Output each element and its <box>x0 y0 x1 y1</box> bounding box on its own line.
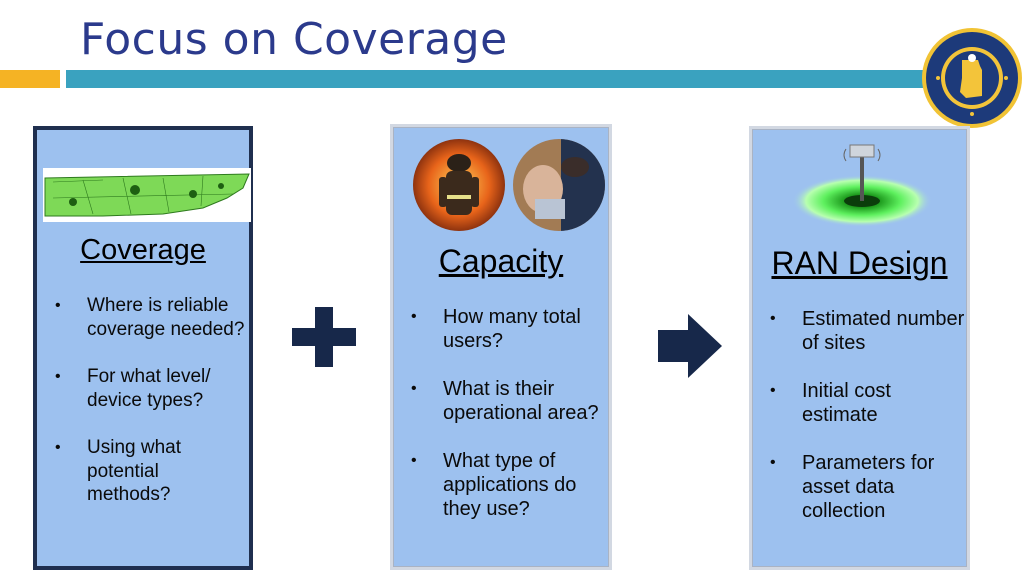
title-underline-bar <box>66 70 936 88</box>
bullet-glyph: • <box>55 297 61 314</box>
ran-design-list: • Estimated number of sites • Initial cost… <box>760 307 966 547</box>
list-item-text: What type of applications do they use? <box>443 450 577 520</box>
list-item: • Estimated number of sites <box>760 307 966 355</box>
state-seal-icon <box>922 28 1022 128</box>
coverage-heading: Coverage <box>80 234 206 266</box>
bullet-glyph: • <box>770 454 776 471</box>
capacity-heading: Capacity <box>438 243 564 279</box>
list-item: • What type of applications do they use? <box>401 449 607 521</box>
capacity-panel: Capacity • How many total users? • What is… <box>390 124 612 570</box>
coverage-map-image <box>43 168 251 222</box>
bullet-glyph: • <box>411 380 417 397</box>
bullet-glyph: • <box>770 382 776 399</box>
list-item-text: Parameters for asset data collection <box>802 452 935 522</box>
coverage-list: • Where is reliable coverage needed? • For… <box>45 294 245 531</box>
list-item-text: Where is reliable coverage needed? <box>87 295 245 340</box>
list-item: • What is their operational area? <box>401 377 607 425</box>
list-item: • For what level/ device types? <box>45 365 245 412</box>
list-item-text: Initial cost estimate <box>802 380 891 426</box>
arrow-right-icon <box>658 314 722 378</box>
bullet-glyph: • <box>55 439 61 456</box>
bullet-glyph: • <box>55 368 61 385</box>
medic-photo <box>513 139 605 231</box>
list-item: • Where is reliable coverage needed? <box>45 294 245 341</box>
list-item: • Using what potential methods? <box>45 436 245 507</box>
plus-icon <box>292 307 356 367</box>
list-item: • Initial cost estimate <box>760 379 966 427</box>
slide-title: Focus on Coverage <box>80 14 508 65</box>
list-item: • Parameters for asset data collection <box>760 451 966 523</box>
list-item-text: Using what potential methods? <box>87 437 181 505</box>
title-accent-bar <box>0 70 60 88</box>
list-item: • How many total users? <box>401 305 607 353</box>
cell-tower-coverage-image <box>792 144 932 227</box>
list-item-text: How many total users? <box>443 306 581 352</box>
list-item-text: What is their operational area? <box>443 378 599 424</box>
capacity-list: • How many total users? • What is their op… <box>401 305 607 545</box>
list-item-text: For what level/ device types? <box>87 366 211 411</box>
ran-design-panel: RAN Design • Estimated number of sites • I… <box>749 126 970 570</box>
firefighter-photo <box>413 139 505 231</box>
list-item-text: Estimated number of sites <box>802 308 965 354</box>
bullet-glyph: • <box>411 308 417 325</box>
bullet-glyph: • <box>411 452 417 469</box>
coverage-panel: Coverage • Where is reliable coverage nee… <box>33 126 253 570</box>
ran-design-heading: RAN Design <box>771 245 948 281</box>
bullet-glyph: • <box>770 310 776 327</box>
